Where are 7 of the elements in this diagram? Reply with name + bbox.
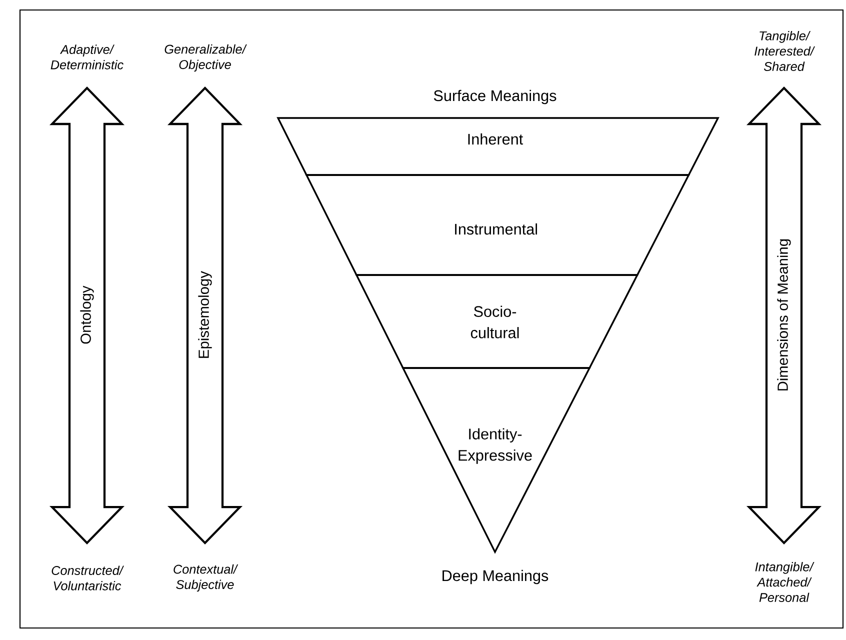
level-label: Deep Meanings (442, 570, 548, 584)
end-label: Adaptive/ Deterministic (50, 44, 124, 70)
end-label: Constructed/ Voluntaristic (52, 566, 124, 590)
end-label: Generalizable/ Objective (164, 44, 247, 72)
end-label: Contextual/ Subjective (174, 564, 238, 592)
end-label: Tangible/ Interested/ Shared (754, 31, 815, 71)
end-label: Intangible/ Attached/ Personal (755, 562, 814, 602)
